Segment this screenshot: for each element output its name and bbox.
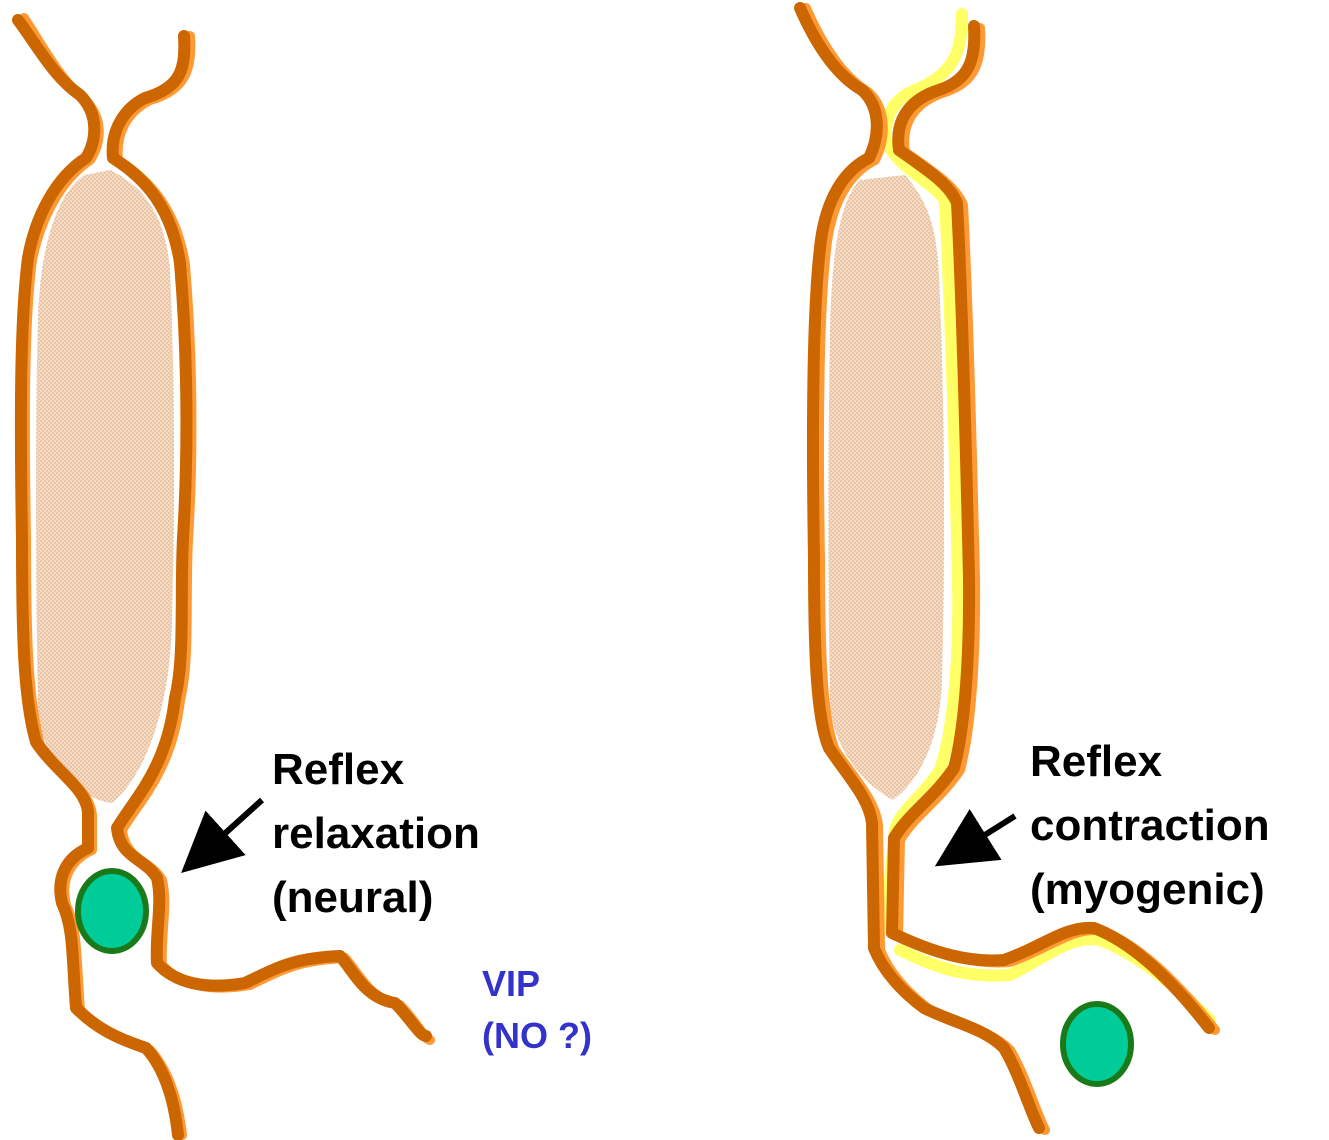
left-label-line-1: Reflex [272,745,405,794]
mediator-label: VIP (NO ?) [482,963,592,1056]
left-label-line-2: relaxation [272,809,480,858]
left-gut-segment [18,18,430,1135]
right-gut-segment [800,8,1215,1130]
mediator-line-2: (NO ?) [482,1015,592,1056]
right-label-line-3: (myogenic) [1030,865,1265,914]
left-lumen-content [36,170,174,803]
right-label-arrow [945,816,1015,860]
right-bolus [1063,1004,1131,1084]
mediator-line-1: VIP [482,963,539,1004]
right-label-line-2: contraction [1030,801,1270,850]
left-bolus [78,871,146,951]
right-lumen-content [829,175,945,800]
left-reflex-label: Reflex relaxation (neural) [272,745,492,922]
right-label-line-1: Reflex [1030,737,1163,786]
left-label-line-3: (neural) [272,873,433,922]
right-reflex-label: Reflex contraction (myogenic) [1030,737,1282,914]
left-label-arrow [190,800,262,865]
